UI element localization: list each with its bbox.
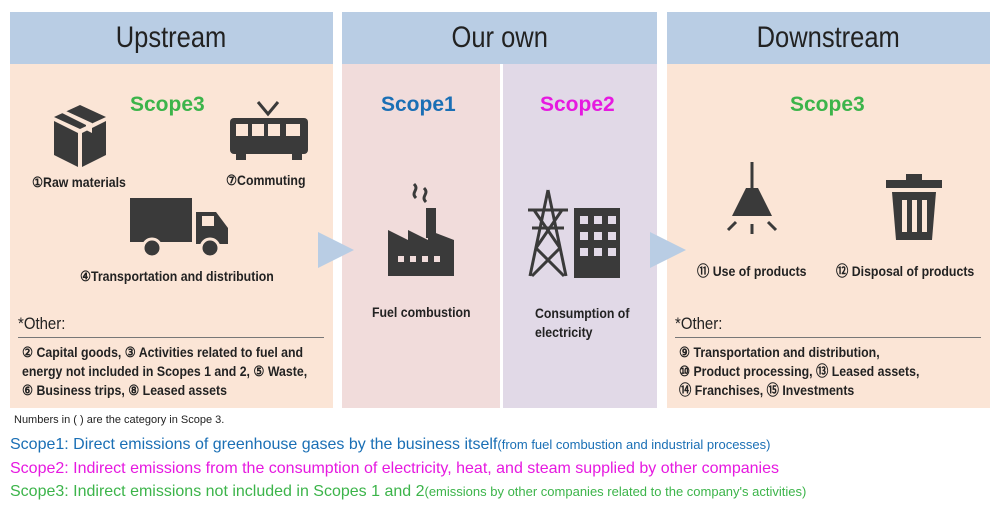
factory-icon: [388, 182, 454, 276]
scope1-label: Scope1: [381, 93, 456, 116]
label-line: electricity: [535, 324, 593, 340]
definition-text: Scope3: Indirect emissions not included …: [10, 483, 425, 500]
other-line: ⑭ Franchises, ⑮ Investments: [679, 382, 855, 398]
definition-text: Scope1: Direct emissions of greenhouse g…: [10, 436, 498, 453]
other-line: ⑩ Product processing, ⑬ Leased assets,: [679, 363, 920, 379]
scope2-label: Scope2: [540, 93, 615, 116]
scope1-definition: Scope1: Direct emissions of greenhouse g…: [10, 436, 771, 454]
disposal-of-products-label: ⑫ Disposal of products: [836, 263, 975, 279]
label-line: Consumption of: [535, 305, 630, 321]
trash-icon: [886, 174, 942, 240]
downstream-other-list: ⑨ Transportation and distribution, ⑩ Pro…: [679, 343, 952, 400]
box-icon: [54, 105, 106, 167]
upstream-other-title: *Other:: [18, 314, 66, 333]
train-icon: [230, 101, 308, 160]
commuting-label: ⑦Commuting: [226, 172, 306, 188]
scope3-definition: Scope3: Indirect emissions not included …: [10, 483, 806, 501]
upstream-header: Upstream: [10, 12, 333, 64]
upstream-scope3-label: Scope3: [130, 93, 205, 116]
definition-note: (emissions by other companies related to…: [424, 484, 807, 499]
raw-materials-label: ①Raw materials: [32, 174, 126, 190]
other-line: ② Capital goods, ③ Activities related to…: [22, 344, 304, 360]
definition-text: Scope2: Indirect emissions from the cons…: [10, 460, 779, 477]
upstream-other-list: ② Capital goods, ③ Activities related to…: [22, 343, 346, 400]
fuel-combustion-label: Fuel combustion: [372, 304, 471, 320]
electricity-icon: [528, 189, 620, 278]
category-note: Numbers in ( ) are the category in Scope…: [14, 414, 225, 426]
definition-note: (from fuel combustion and industrial pro…: [497, 437, 771, 452]
use-of-products-label: ⑪ Use of products: [697, 263, 807, 279]
other-line: ⑨ Transportation and distribution,: [679, 344, 880, 360]
downstream-panel: [667, 64, 990, 408]
other-line: ⑥ Business trips, ⑧ Leased assets: [22, 382, 227, 398]
truck-icon: [130, 198, 228, 259]
consumption-electricity-label: Consumption of electricity: [535, 304, 642, 342]
downstream-scope3-label: Scope3: [790, 93, 865, 116]
downstream-header: Downstream: [667, 12, 990, 64]
other-line: energy not included in Scopes 1 and 2, ⑤…: [22, 363, 308, 379]
downstream-other-title: *Other:: [675, 314, 723, 333]
scope2-definition: Scope2: Indirect emissions from the cons…: [10, 460, 779, 478]
divider: [18, 337, 324, 338]
scope1-panel: [342, 64, 500, 408]
lamp-icon: [726, 162, 778, 234]
transportation-label: ④Transportation and distribution: [80, 268, 274, 284]
arrow-right-icon: [318, 232, 354, 268]
arrow-right-icon: [650, 232, 686, 268]
own-header: Our own: [342, 12, 657, 64]
divider: [675, 337, 981, 338]
